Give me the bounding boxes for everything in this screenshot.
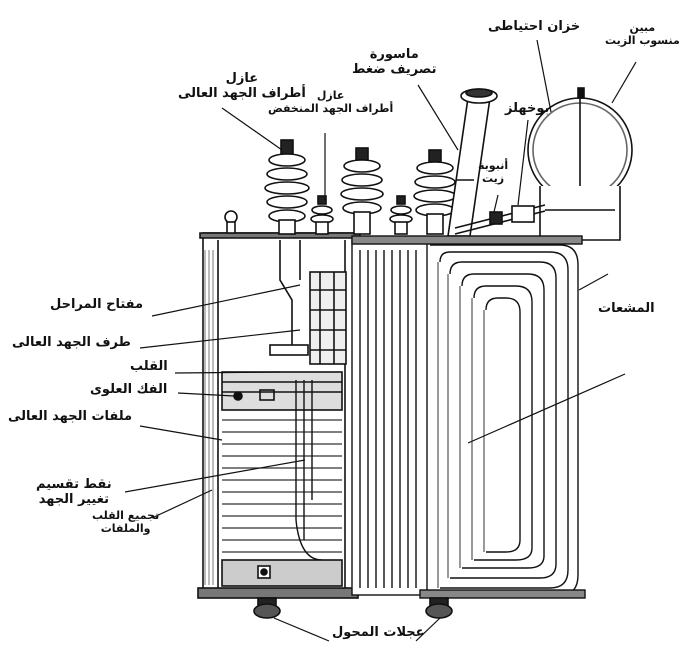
label-core: القلب xyxy=(130,359,168,374)
hv-bushing xyxy=(340,147,384,235)
label-conservator: خزان احتياطى xyxy=(488,19,581,34)
label-tapping-points: نقط تقسيم تغيير الجهد xyxy=(36,477,112,507)
label-pressure-relief-pipe: ماسورة تصريف ضغط xyxy=(352,47,437,77)
label-buchholz: بوخهلز xyxy=(505,101,550,116)
transformer-wheel xyxy=(425,597,453,619)
tap-changer xyxy=(269,240,347,365)
lv-bushing xyxy=(389,195,413,235)
label-lv-insulator: عازل أطراف الجهد المنخفض xyxy=(268,89,394,115)
label-tap-changer-key: مفتاح المراحل xyxy=(50,297,144,312)
label-oil-pipe: أنبوبة زيت xyxy=(478,159,509,185)
label-wheels: عجلات المحول xyxy=(332,625,425,640)
buchholz-relay xyxy=(454,204,546,235)
transformer-wheel xyxy=(253,597,281,619)
hv-bushing xyxy=(264,139,310,235)
leader-lines xyxy=(124,39,637,642)
label-core-coil-assembly: تجميع القلب والملفات xyxy=(92,509,160,535)
lifting-lug xyxy=(224,210,238,224)
lv-bushing xyxy=(310,195,334,235)
conservator-tank xyxy=(527,87,633,241)
hv-bushing xyxy=(413,149,457,235)
label-hv-terminal: طرف الجهد العالى xyxy=(12,335,131,350)
label-oil-level-gauge: مبين منسوب الزيت xyxy=(605,21,680,47)
label-upper-yoke: الفك العلوى xyxy=(90,382,168,397)
label-radiators: المشعات xyxy=(598,301,655,316)
radiators xyxy=(351,235,586,599)
label-hv-insulator: عازل أطراف الجهد العالى xyxy=(178,71,306,101)
label-hv-coils: ملفات الجهد العالى xyxy=(8,409,133,424)
